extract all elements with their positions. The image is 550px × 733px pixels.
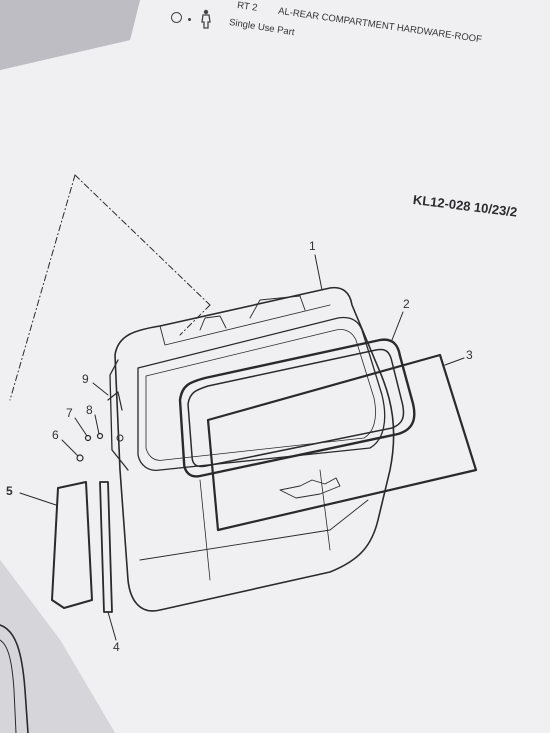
dashed-leader-lines [9, 174, 211, 401]
callout-leaders [19, 254, 465, 641]
side-trim-strip [99, 481, 113, 613]
callout-9: 9 [82, 372, 89, 386]
window-seal [178, 338, 416, 478]
callout-6: 6 [52, 428, 59, 442]
side-panel [51, 481, 93, 609]
legend-circle-icon [171, 12, 182, 23]
callout-1: 1 [309, 239, 316, 253]
callout-8: 8 [86, 403, 93, 417]
callout-4: 4 [113, 640, 120, 654]
adjacent-door-edge [0, 624, 29, 733]
fasteners [76, 391, 123, 462]
callout-7: 7 [66, 406, 73, 420]
callout-3: 3 [466, 348, 473, 362]
legend-dot-icon [188, 18, 191, 21]
callout-5: 5 [6, 484, 13, 498]
legend-person-icon [201, 9, 211, 29]
window-glass [206, 353, 478, 532]
callout-2: 2 [403, 297, 410, 311]
liftgate-body [109, 286, 395, 612]
